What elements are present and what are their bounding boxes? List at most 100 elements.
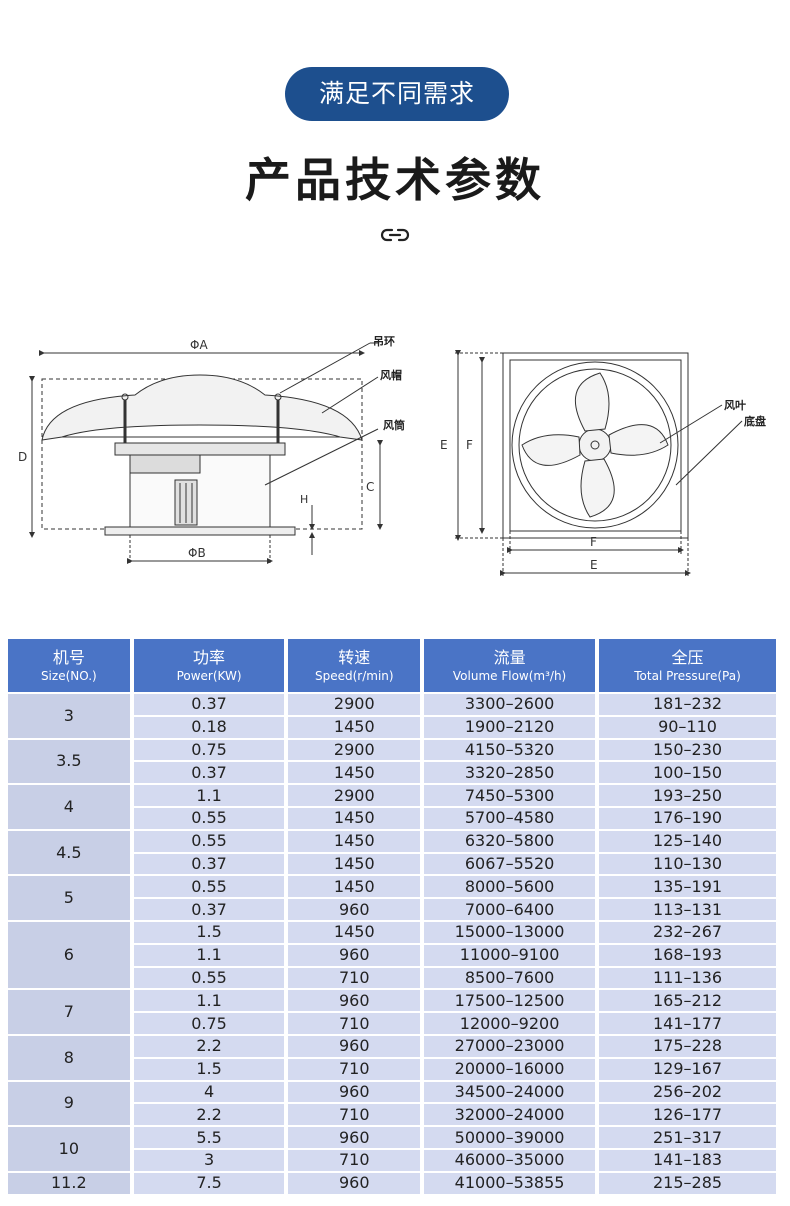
power-cell: 0.75 [133,1013,285,1034]
side-view [29,342,383,565]
power-cell: 0.75 [133,739,285,761]
size-cell: 7 [8,990,130,1034]
section-badge: 满足不同需求 [285,67,509,121]
flow-cell: 7450–5300 [424,785,596,806]
speed-cell: 960 [288,1035,421,1057]
size-cell: 6 [8,921,130,989]
flow-cell: 46000–35000 [424,1149,596,1171]
size-cell: 3 [8,694,130,738]
dim-phiB: ΦB [188,546,206,560]
power-cell: 0.55 [133,876,285,898]
flow-cell: 3300–2600 [424,694,596,715]
power-cell: 0.37 [133,853,285,875]
pressure-cell: 90–110 [599,716,776,738]
speed-cell: 710 [288,1149,421,1171]
speed-cell: 960 [288,1127,421,1148]
speed-cell: 1450 [288,853,421,875]
speed-cell: 960 [288,944,421,966]
power-cell: 1.1 [133,944,285,966]
flow-cell: 41000–53855 [424,1172,596,1194]
dim-C: C [366,480,374,494]
pressure-cell: 129–167 [599,1058,776,1080]
dim-F-bottom: F [590,535,597,549]
flow-cell: 12000–9200 [424,1013,596,1034]
power-cell: 2.2 [133,1035,285,1057]
dim-E-side: E [440,438,448,452]
power-cell: 5.5 [133,1127,285,1148]
size-cell: 5 [8,876,130,920]
speed-cell: 710 [288,1013,421,1034]
label-tube: 风筒 [383,418,405,432]
flow-cell: 6320–5800 [424,830,596,852]
size-cell: 11.2 [8,1172,130,1194]
flow-cell: 3320–2850 [424,762,596,784]
flow-cell: 34500–24000 [424,1081,596,1103]
pressure-cell: 110–130 [599,853,776,875]
fan-dimension-drawing: ΦA ΦB D C H 吊环 风帽 风筒 E F F E 风叶 底盘 [18,335,766,577]
flow-cell: 7000–6400 [424,899,596,920]
flow-cell: 6067–5520 [424,853,596,875]
size-cell: 3.5 [8,739,130,784]
dim-H: H [300,493,308,506]
pressure-cell: 193–250 [599,785,776,806]
flow-cell: 5700–4580 [424,807,596,829]
pressure-cell: 141–177 [599,1013,776,1034]
speed-cell: 960 [288,1172,421,1194]
power-cell: 2.2 [133,1104,285,1126]
pressure-cell: 135–191 [599,876,776,898]
speed-cell: 1450 [288,921,421,943]
power-cell: 0.37 [133,762,285,784]
plan-view [455,350,743,577]
power-cell: 1.5 [133,1058,285,1080]
flow-cell: 11000–9100 [424,944,596,966]
power-cell: 4 [133,1081,285,1103]
speed-cell: 1450 [288,762,421,784]
page-title: 产品技术参数 [245,153,545,207]
speed-cell: 2900 [288,694,421,715]
power-cell: 1.1 [133,785,285,806]
flow-cell: 50000–39000 [424,1127,596,1148]
pressure-cell: 176–190 [599,807,776,829]
dim-phiA: ΦA [190,338,208,352]
power-cell: 0.18 [133,716,285,738]
flow-cell: 32000–24000 [424,1104,596,1126]
speed-cell: 710 [288,967,421,989]
power-cell: 7.5 [133,1172,285,1194]
speed-cell: 2900 [288,785,421,806]
pressure-cell: 100–150 [599,762,776,784]
pressure-cell: 141–183 [599,1149,776,1171]
dim-D: D [18,450,27,464]
flow-cell: 8500–7600 [424,967,596,989]
power-cell: 3 [133,1149,285,1171]
power-cell: 1.5 [133,921,285,943]
pressure-cell: 256–202 [599,1081,776,1103]
size-cell: 4.5 [8,830,130,875]
pressure-cell: 113–131 [599,899,776,920]
pressure-cell: 232–267 [599,921,776,943]
pressure-cell: 181–232 [599,694,776,715]
flow-cell: 15000–13000 [424,921,596,943]
speed-cell: 1450 [288,807,421,829]
label-blade: 风叶 [724,398,746,412]
speed-cell: 2900 [288,739,421,761]
speed-cell: 960 [288,1081,421,1103]
dim-F-side: F [466,438,473,452]
